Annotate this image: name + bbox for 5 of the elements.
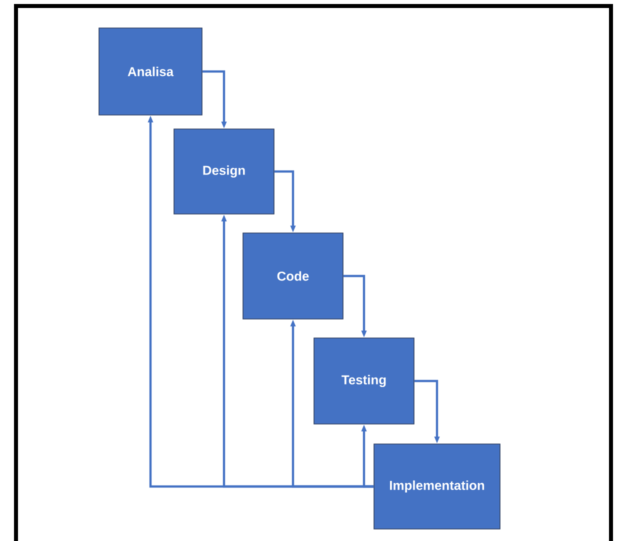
process-box: Code [242, 232, 344, 320]
process-box: Design [174, 128, 274, 214]
process-box: Analisa [98, 28, 202, 116]
process-box: Testing [314, 338, 414, 424]
process-box: Implementation [374, 444, 500, 530]
